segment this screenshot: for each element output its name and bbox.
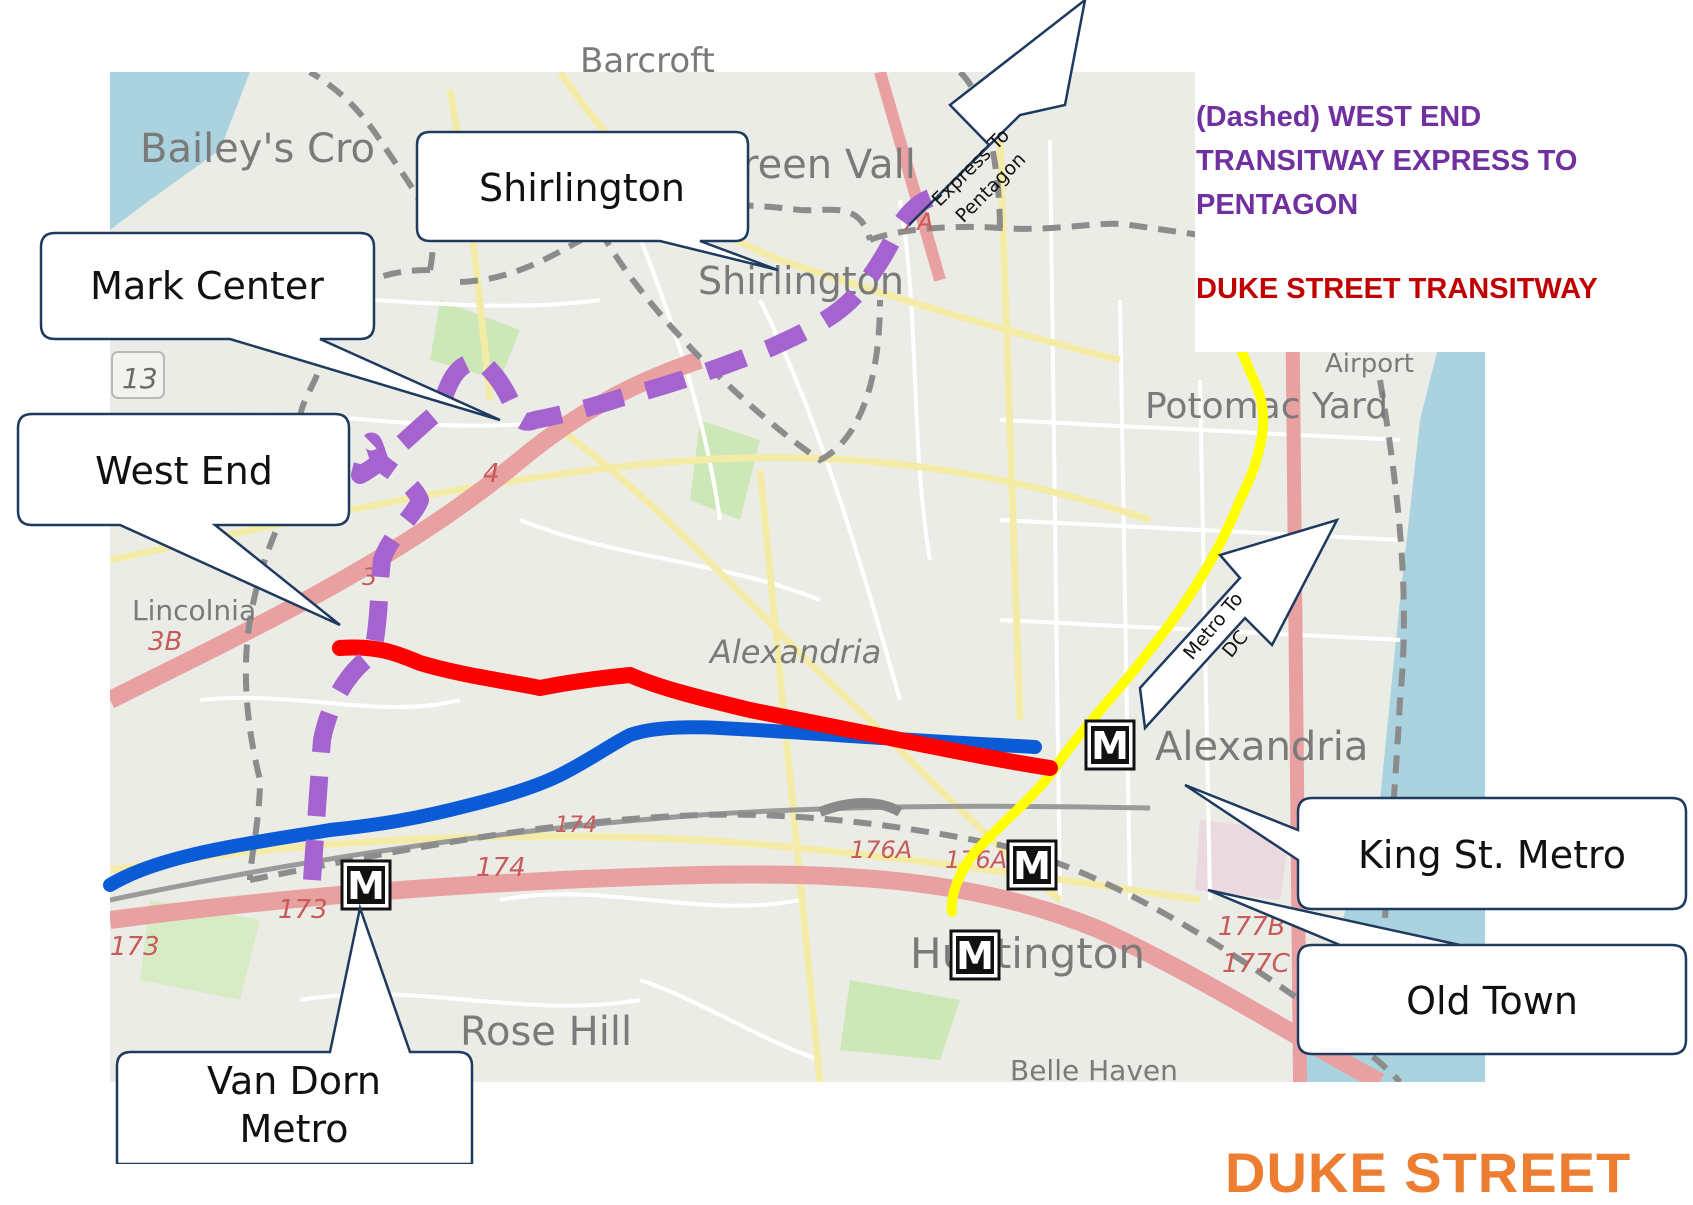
callout-van-dorn-metro: Van Dorn Metro xyxy=(115,903,474,1164)
duke-street-transitway-route xyxy=(332,639,1058,776)
metro-station-huntington[interactable]: M xyxy=(949,929,1001,981)
place-label-alexandria_east: Alexandria xyxy=(1155,724,1368,770)
metro-stations: M M M M xyxy=(340,719,1136,981)
metro-symbol: M xyxy=(347,864,385,908)
road-label-r_174b: 174 xyxy=(555,813,597,838)
highway-north xyxy=(874,72,946,282)
legend-duke-street-text: DUKE STREET TRANSITWAY xyxy=(1196,273,1598,305)
metro-symbol: M xyxy=(1013,844,1051,888)
road-label-r_174a: 174 xyxy=(476,853,526,883)
place-label-baileys: Bailey's Cro xyxy=(140,126,375,172)
place-label-huntington: Huntington xyxy=(910,929,1145,978)
place-label-greenvalley: reen Vall xyxy=(742,142,916,188)
rail-yard xyxy=(818,798,903,817)
callout-west-end: West End xyxy=(16,412,351,627)
road-label-r_13: 13 xyxy=(122,362,158,395)
place-label-alexandria: Alexandria xyxy=(708,633,881,671)
legend-express-text: (Dashed) WEST END TRANSITWAY EXPRESS TO … xyxy=(1196,101,1578,221)
road-label-r_173a: 173 xyxy=(278,895,328,925)
callout-shirlington: Shirlington xyxy=(415,130,779,272)
metro-symbol: M xyxy=(1091,724,1129,768)
road-label-r_173b: 173 xyxy=(110,932,160,962)
place-label-lincolnia: Lincolnia xyxy=(132,594,256,627)
blue-line-route xyxy=(103,720,1042,892)
metro-station-van-dorn[interactable]: M xyxy=(340,859,392,911)
transit-routes xyxy=(103,189,1269,917)
place-labels: Bailey's Cro reen Vall BarcroftShirlington… xyxy=(110,41,1414,1087)
callout-mark-center-text: Mark Center xyxy=(90,264,324,308)
route-map-scene: Bailey's Cro reen Vall BarcroftShirlington… xyxy=(16,0,1693,1164)
callout-king-st-metro-text: King St. Metro xyxy=(1358,833,1626,877)
water-northwest xyxy=(110,72,250,230)
place-label-barcroft: Barcroft xyxy=(580,41,715,81)
place-label-rose_hill: Rose Hill xyxy=(460,1009,632,1055)
park-area xyxy=(430,300,520,380)
place-label-belle_haven: Belle Haven xyxy=(1010,1054,1178,1087)
route-legend: (Dashed) WEST END TRANSITWAY EXPRESS TO … xyxy=(1196,95,1676,311)
legend-panel xyxy=(1195,60,1693,352)
metro-station-king-st[interactable]: M xyxy=(1084,719,1136,771)
yellow-line-route xyxy=(946,315,1269,917)
park-area xyxy=(840,980,960,1060)
callout-shirlington-text: Shirlington xyxy=(479,166,685,210)
callout-king-st-metro: King St. Metro xyxy=(1184,783,1688,911)
highway-i395 xyxy=(110,351,703,709)
callout-old-town: Old Town xyxy=(1207,888,1688,1056)
metro-symbol: M xyxy=(956,934,994,978)
road-label-r_177c: 177C xyxy=(1222,949,1291,979)
callout-old-town-text: Old Town xyxy=(1406,979,1578,1023)
callout-west-end-text: West End xyxy=(95,449,273,493)
road-label-r_176a: 176A xyxy=(850,836,912,864)
callout-van-dorn-text-line2: Metro xyxy=(239,1107,348,1151)
route-13-shield xyxy=(111,351,165,399)
road-label-r_3b: 3B xyxy=(148,627,182,657)
metro-station-eisenhower[interactable]: M xyxy=(1006,839,1058,891)
road-label-r_4: 4 xyxy=(483,459,500,489)
callout-mark-center: Mark Center xyxy=(39,231,501,422)
place-label-airport: Airport xyxy=(1325,349,1414,379)
park-area xyxy=(140,900,260,1000)
footer-title: DUKE STREET xyxy=(1225,1141,1632,1204)
callout-van-dorn-text-line1: Van Dorn xyxy=(207,1059,381,1103)
